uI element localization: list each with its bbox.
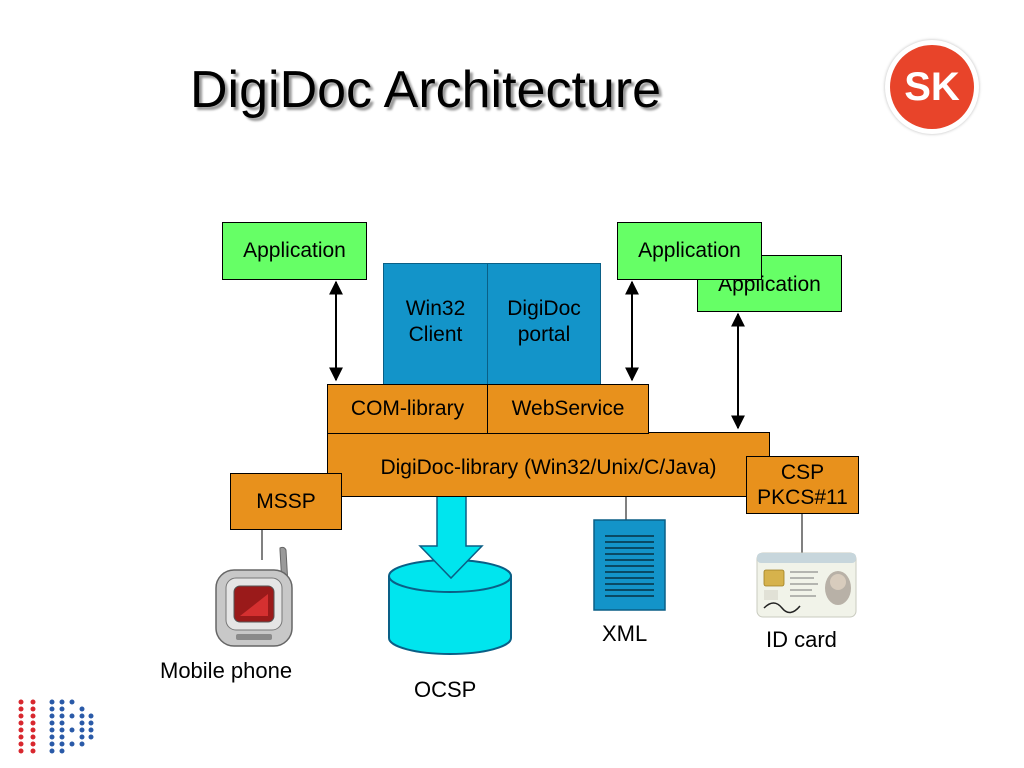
ocsp-caption: OCSP [414, 677, 477, 702]
xml-document-icon [593, 519, 666, 611]
bottom-logo-icon [18, 699, 94, 754]
win32-client-box: Win32 Client [383, 263, 488, 385]
id-card-icon [756, 552, 857, 618]
application-box-left: Application [222, 222, 367, 280]
digidoc-portal-line2: portal [517, 323, 571, 346]
sk-logo: SK [885, 40, 979, 134]
id-card-caption: ID card [766, 627, 837, 652]
com-library-box: COM-library [327, 384, 488, 434]
csp-line2: PKCS#11 [757, 486, 848, 509]
win32-client-line2: Client [408, 323, 463, 346]
webservice-box: WebService [487, 384, 649, 434]
xml-caption: XML [602, 621, 648, 646]
digidoc-library-label: DigiDoc-library (Win32/Unix/C/Java) [380, 456, 717, 479]
ocsp-database-icon [388, 559, 512, 655]
mobile-phone-caption: Mobile phone [160, 658, 293, 683]
digidoc-library-box: DigiDoc-library (Win32/Unix/C/Java) [327, 432, 770, 497]
application-box-right-front: Application [617, 222, 762, 280]
sk-logo-text: SK [890, 45, 974, 129]
csp-line1: CSP [780, 461, 825, 484]
slide-title: DigiDoc Architecture [190, 61, 662, 119]
mobile-phone-icon [215, 546, 293, 647]
digidoc-portal-line1: DigiDoc [507, 297, 581, 320]
csp-pkcs11-box: CSP PKCS#11 [746, 456, 859, 514]
ocsp-arrow-icon [418, 495, 484, 580]
digidoc-portal-box: DigiDoc portal [487, 263, 601, 385]
mssp-box: MSSP [230, 473, 342, 530]
win32-client-line1: Win32 [405, 297, 466, 320]
